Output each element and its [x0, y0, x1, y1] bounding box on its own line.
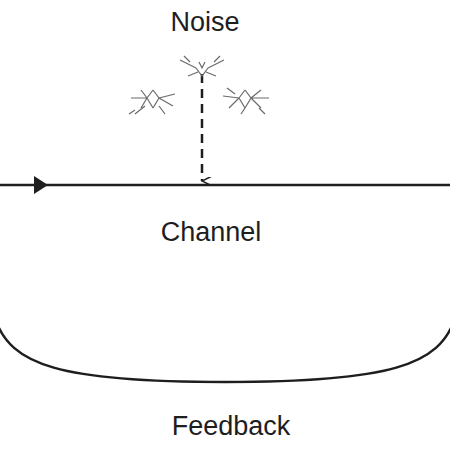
noise-arrow — [201, 74, 204, 181]
diagram-label: Feedback — [172, 413, 291, 440]
diagram-label: Channel — [161, 219, 262, 246]
noise-bursts — [129, 56, 269, 114]
noise-burst — [129, 90, 175, 114]
channel-arrowhead — [34, 176, 48, 194]
noise-burst — [180, 56, 224, 76]
noise-burst — [223, 88, 269, 114]
diagram-label: Noise — [170, 9, 239, 36]
channel-line — [0, 184, 450, 187]
feedback-curve — [0, 318, 450, 382]
